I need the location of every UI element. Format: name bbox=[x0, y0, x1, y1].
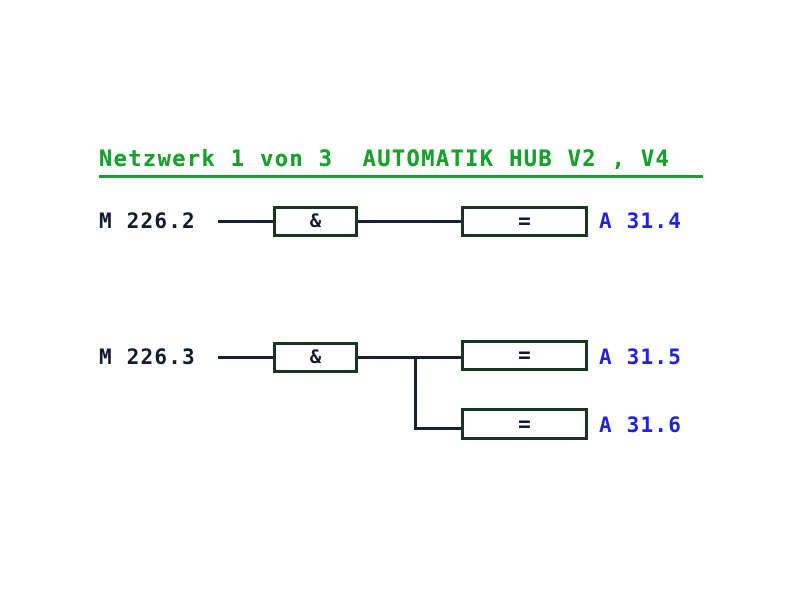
page-title-text: Netzwerk 1 von 3 AUTOMATIK HUB V2 , V4 bbox=[99, 147, 671, 172]
network-2-input-wire bbox=[218, 356, 273, 359]
page-title: Netzwerk 1 von 3 AUTOMATIK HUB V2 , V4 bbox=[99, 147, 703, 173]
network-2-output-operand-2: A 31.6 bbox=[599, 413, 683, 437]
network-2-branch-top-wire bbox=[358, 356, 461, 359]
title-underline bbox=[99, 175, 703, 178]
network-2-assign-box-1[interactable]: = bbox=[461, 340, 588, 371]
network-1-and-gate-symbol: & bbox=[309, 210, 322, 232]
network-2-and-gate[interactable]: & bbox=[273, 342, 358, 373]
network-2-branch-bottom-wire bbox=[414, 427, 461, 430]
network-1-input-operand: M 226.2 bbox=[99, 209, 196, 233]
network-1-output-wire bbox=[358, 220, 461, 223]
network-2-branch-vertical-wire bbox=[414, 356, 417, 430]
network-2-output-operand-1: A 31.5 bbox=[599, 345, 683, 369]
network-1-and-gate[interactable]: & bbox=[273, 206, 358, 237]
network-1-assign-symbol-1: = bbox=[518, 209, 531, 233]
network-2-assign-symbol-2: = bbox=[518, 411, 531, 436]
network-2-assign-symbol-1: = bbox=[518, 343, 531, 367]
network-1-output-operand-1: A 31.4 bbox=[599, 209, 683, 233]
network-1-input-wire bbox=[218, 220, 273, 223]
network-2-and-gate-symbol: & bbox=[309, 346, 322, 368]
network-2-input-operand: M 226.3 bbox=[99, 345, 196, 369]
network-1-assign-box-1[interactable]: = bbox=[461, 206, 588, 237]
network-2-assign-box-2[interactable]: = bbox=[461, 408, 588, 440]
